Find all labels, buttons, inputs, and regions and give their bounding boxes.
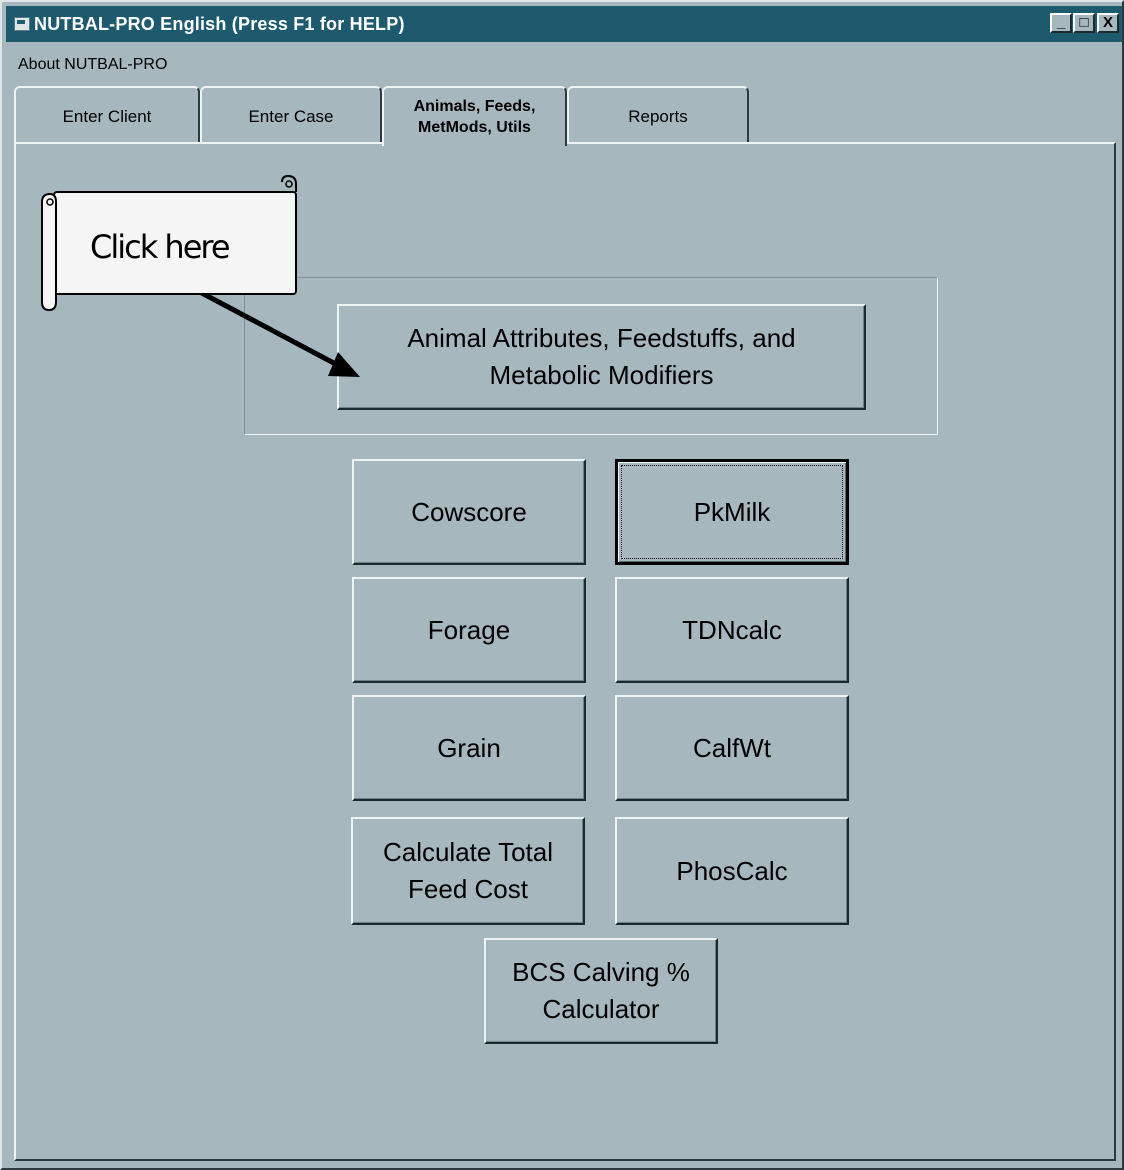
maximize-button[interactable]: □ [1073,13,1095,33]
maximize-icon: □ [1079,14,1089,31]
scroll-left-curl [41,192,57,312]
tdncalc-button[interactable]: TDNcalc [615,577,849,683]
tab-enter-case[interactable]: Enter Case [200,86,382,144]
grain-label: Grain [437,732,501,763]
close-button[interactable]: X [1097,13,1119,33]
animal-attributes-button[interactable]: Animal Attributes, Feedstuffs, and Metab… [337,304,866,410]
cowscore-label: Cowscore [411,496,527,527]
tab-label: Animals, Feeds, MetMods, Utils [413,98,536,136]
tab-label: Enter Client [62,106,152,126]
title-bar[interactable]: NUTBAL-PRO English (Press F1 for HELP) _… [6,6,1122,42]
calfwt-label: CalfWt [693,732,771,763]
cowscore-button[interactable]: Cowscore [352,459,586,565]
scroll-right-curl [281,174,297,192]
bcs-calving-calculator-button[interactable]: BCS Calving % Calculator [484,938,718,1044]
tab-reports[interactable]: Reports [567,86,749,144]
total-feed-cost-button[interactable]: Calculate Total Feed Cost [351,817,585,925]
phoscalc-button[interactable]: PhosCalc [615,817,849,925]
callout-arrow-line [196,288,347,372]
close-icon: X [1102,14,1113,31]
window-title: NUTBAL-PRO English (Press F1 for HELP) [34,14,405,34]
menu-about[interactable]: About NUTBAL-PRO [18,56,168,73]
calfwt-button[interactable]: CalfWt [615,695,849,801]
pkmilk-button[interactable]: PkMilk [615,459,849,565]
tab-label: Reports [628,106,688,126]
tab-enter-client[interactable]: Enter Client [14,86,200,144]
callout-text: Click here [90,228,231,266]
menu-bar: About NUTBAL-PRO [6,48,1122,78]
tdncalc-label: TDNcalc [682,614,782,645]
phoscalc-label: PhosCalc [676,855,788,886]
app-icon [14,17,30,31]
animal-attributes-frame [244,277,938,435]
forage-button[interactable]: Forage [352,577,586,683]
minimize-button[interactable]: _ [1050,13,1072,33]
tab-label: Enter Case [248,106,334,126]
total-feed-cost-label: Calculate Total Feed Cost [382,837,554,904]
pkmilk-label: PkMilk [693,496,771,527]
animal-attributes-label: Animal Attributes, Feedstuffs, and Metab… [407,323,796,390]
click-here-callout: Click here [40,174,360,377]
scroll-banner-graphic [41,174,360,377]
minimize-icon: _ [1056,14,1066,31]
grain-button[interactable]: Grain [352,695,586,801]
tab-animals-feeds[interactable]: Animals, Feeds, MetMods, Utils [382,86,567,146]
forage-label: Forage [427,614,511,645]
bcs-calving-label: BCS Calving % Calculator [512,957,690,1024]
callout-arrowhead [328,352,360,377]
